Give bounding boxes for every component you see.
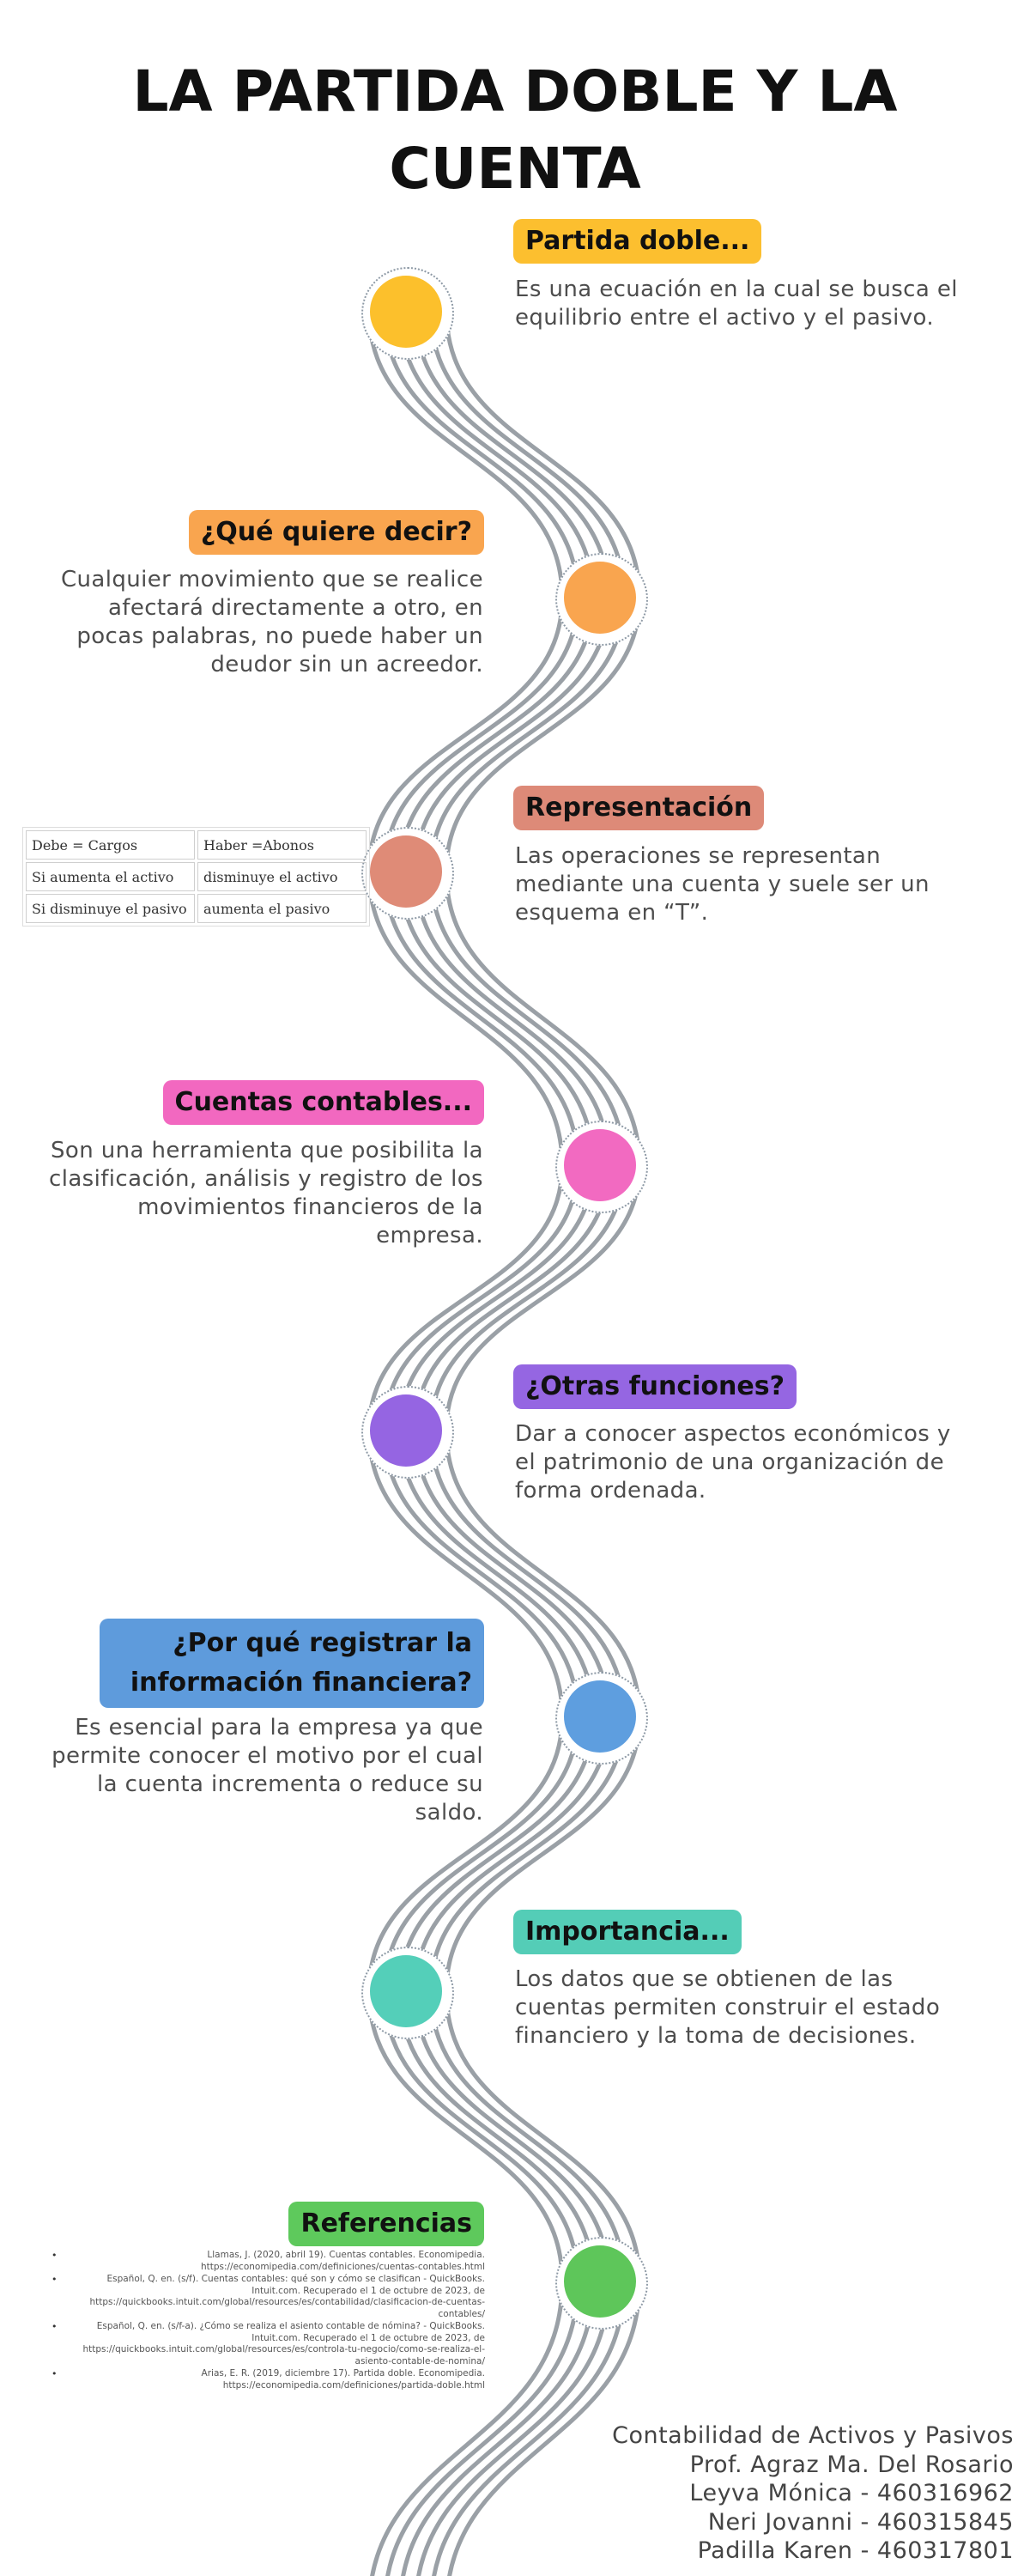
road-lane — [367, 308, 565, 600]
road-lane — [444, 595, 642, 874]
road-lane — [397, 1428, 596, 1719]
road-lane — [413, 595, 611, 874]
road-lane — [382, 869, 580, 1168]
road-lane — [382, 1163, 580, 1433]
table-cell: Debe = Cargos — [26, 830, 195, 860]
table-cell: Si disminuye el pasivo — [26, 894, 195, 923]
road-lane — [397, 1163, 596, 1433]
heading-que-quiere-decir: ¿Qué quiere decir? — [188, 510, 484, 555]
road-lane — [397, 1989, 596, 2284]
text-partida-doble: Es una ecuación en la cual se busca el e… — [515, 276, 958, 331]
reference-item: Español, Q. en. (s/f). Cuentas contables… — [52, 2274, 485, 2320]
milestone-dot-5 — [367, 1391, 445, 1470]
road-lane — [382, 1428, 580, 1719]
credit-line-professor: Prof. Agraz Ma. Del Rosario — [689, 2451, 1014, 2478]
road-lane — [444, 1714, 642, 1994]
road-lane — [444, 308, 642, 600]
reference-item: Arias, E. R. (2019, diciembre 17). Parti… — [52, 2368, 485, 2391]
road-lane — [413, 308, 611, 600]
road-lane — [413, 1714, 611, 1994]
text-importancia: Los datos que se obtienen de las cuentas… — [515, 1966, 941, 2049]
milestone-dot-7 — [367, 1952, 445, 2031]
road-lane — [367, 1163, 565, 1433]
milestone-dot-4 — [560, 1126, 639, 1205]
table-cell: Haber =Abonos — [197, 830, 367, 860]
road-lane — [432, 2279, 627, 2576]
credit-line-student: Neri Jovanni - 460315845 — [707, 2508, 1014, 2536]
road-lane — [382, 308, 580, 600]
heading-partida-doble: Partida doble... — [513, 219, 762, 264]
road-lane — [382, 1714, 580, 1994]
text-que-quiere-decir: Cualquier movimiento que se realice afec… — [60, 567, 483, 677]
text-por-que-registrar: Es esencial para la empresa ya que permi… — [52, 1715, 483, 1826]
road-lane — [444, 869, 642, 1168]
reference-item: Español, Q. en. (s/f-a). ¿Cómo se realiz… — [52, 2321, 485, 2367]
heading-representacion: Representación — [513, 786, 765, 830]
text-cuentas-contables: Son una herramienta que posibilita la cl… — [49, 1138, 483, 1249]
road-lane — [413, 1428, 611, 1719]
road-lane — [401, 2279, 596, 2576]
road-lane — [428, 1714, 627, 1994]
road-lane — [444, 1163, 642, 1433]
heading-cuentas-contables: Cuentas contables... — [162, 1080, 484, 1125]
milestone-dot-3 — [367, 832, 445, 911]
road-lane — [367, 1428, 565, 1719]
credit-line-student: Leyva Mónica - 460316962 — [689, 2480, 1014, 2506]
text-representacion: Las operaciones se representan mediante … — [515, 843, 930, 926]
road-lane — [370, 2279, 565, 2576]
road-lane — [416, 2279, 611, 2576]
road-lane — [447, 2279, 642, 2576]
heading-otras-funciones: ¿Otras funciones? — [513, 1364, 797, 1409]
road-lane — [382, 1989, 580, 2284]
road-lane — [397, 1714, 596, 1994]
road-lane — [413, 869, 611, 1168]
road-lane — [367, 595, 565, 874]
milestone-dot-2 — [560, 558, 639, 637]
road-lane — [397, 308, 596, 600]
road-lane — [382, 595, 580, 874]
credit-line-course: Contabilidad de Activos y Pasivos — [612, 2422, 1014, 2449]
road-lane — [413, 1163, 611, 1433]
road-lane — [444, 1428, 642, 1719]
reference-item: Llamas, J. (2020, abril 19). Cuentas con… — [52, 2250, 485, 2273]
road-lane — [428, 1163, 627, 1433]
table-row: Si aumenta el activo disminuye el activo — [26, 862, 367, 891]
page-title: LA PARTIDA DOBLE Y LA CUENTA — [132, 58, 898, 202]
heading-por-que-registrar: ¿Por qué registrar la información financ… — [100, 1619, 484, 1708]
road-lane — [428, 1428, 627, 1719]
road-lane — [367, 869, 565, 1168]
road-lane — [367, 1989, 565, 2284]
road-lane — [367, 1714, 565, 1994]
heading-referencias: Referencias — [288, 2202, 484, 2246]
table-row: Debe = Cargos Haber =Abonos — [26, 830, 367, 860]
table-cell: Si aumenta el activo — [26, 862, 195, 891]
references-list: Llamas, J. (2020, abril 19). Cuentas con… — [52, 2250, 485, 2392]
t-account-table: Debe = Cargos Haber =Abonos Si aumenta e… — [22, 827, 370, 927]
milestone-dot-1 — [367, 272, 445, 351]
road-lane — [428, 869, 627, 1168]
road-lane — [397, 869, 596, 1168]
road-lane — [428, 308, 627, 600]
table-cell: aumenta el pasivo — [197, 894, 367, 923]
milestone-dot-8 — [560, 2242, 639, 2321]
milestone-dot-6 — [560, 1677, 639, 1756]
road-lane — [385, 2279, 580, 2576]
road-lane — [397, 595, 596, 874]
road-lane — [428, 595, 627, 874]
road-lane — [428, 1989, 627, 2284]
heading-importancia: Importancia... — [513, 1910, 742, 1954]
text-otras-funciones: Dar a conocer aspectos económicos y el p… — [515, 1421, 951, 1504]
credits-block: Contabilidad de Activos y Pasivos Prof. … — [567, 2421, 1014, 2566]
road-lane — [444, 1989, 642, 2284]
road-lane — [413, 1989, 611, 2284]
table-row: Si disminuye el pasivo aumenta el pasivo — [26, 894, 367, 923]
table-cell: disminuye el activo — [197, 862, 367, 891]
credit-line-student: Padilla Karen - 460317801 — [697, 2537, 1014, 2564]
